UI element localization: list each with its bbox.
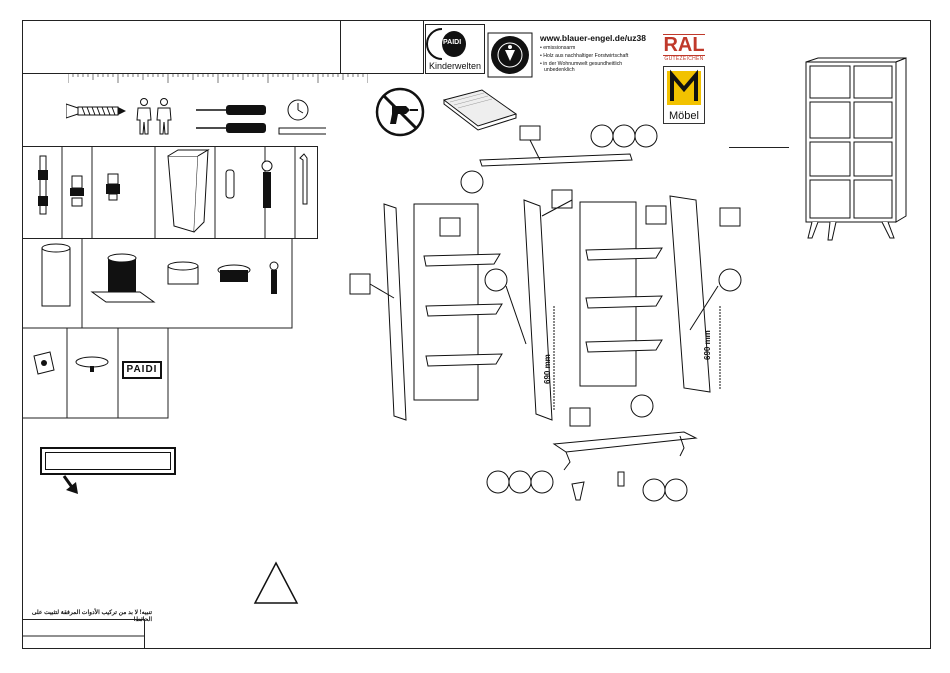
blauer-engel-label: www.blauer-engel.de/uz38 • emissionsarm …	[486, 30, 654, 82]
eco-url: www.blauer-engel.de/uz38	[540, 33, 646, 43]
furniture-glide-icon	[76, 357, 108, 372]
header-divider	[423, 20, 424, 74]
dowel-icon	[226, 170, 234, 198]
ruler-icon	[68, 73, 368, 85]
dimension-label-left: 690 mm	[543, 354, 552, 384]
arrow-down-right-icon	[60, 474, 84, 498]
leg-screw-icon	[262, 161, 272, 208]
plug-icon	[218, 265, 250, 282]
leg-icon	[168, 150, 208, 232]
tools-row	[66, 96, 326, 138]
ral-title: RAL	[663, 34, 705, 56]
cam-lock-icon	[70, 176, 84, 206]
tube-icon	[42, 244, 70, 306]
eco-bullet: • Holz aus nachhaltiger Forstwirtschaft	[540, 53, 628, 59]
notice-box	[40, 447, 176, 475]
small-screw-icon	[270, 262, 278, 294]
clock-icon	[288, 100, 308, 120]
allen-key-icon	[300, 154, 307, 204]
dimension-label-right: 690 mm	[703, 330, 712, 360]
title-block	[22, 619, 146, 650]
paidi-logo-text: PAIDI	[443, 39, 461, 46]
cam-bolt-icon	[38, 156, 48, 214]
parts-table	[22, 146, 322, 421]
two-persons-icon	[137, 99, 171, 135]
paidi-logo: PAIDI Kinderwelten	[425, 24, 485, 74]
ral-mark: RAL GÜTEZEICHEN	[663, 34, 705, 60]
header-divider	[340, 20, 341, 74]
wall-bracket-icon	[92, 254, 154, 302]
connector-icon	[106, 174, 120, 200]
wall-mount-clip-icon	[34, 352, 54, 374]
spirit-level-icon	[279, 128, 326, 134]
blauer-engel-seal-icon	[486, 30, 534, 80]
finished-shelf-icon	[800, 56, 910, 246]
ral-subtitle: GÜTEZEICHEN	[663, 56, 705, 62]
wood-screw-icon	[66, 104, 126, 118]
brand-caption: Kinderwelten	[426, 61, 484, 71]
moebel-m-icon	[664, 69, 704, 109]
cap-icon	[168, 262, 198, 284]
moebel-mark: Möbel	[663, 66, 705, 124]
section-divider	[729, 147, 789, 148]
eco-bullet: unbedenklich	[544, 67, 575, 73]
eco-bullet: • emissionsarm	[540, 45, 575, 51]
screwdriver-icon	[196, 105, 266, 133]
warning-triangle-icon	[252, 560, 300, 606]
brand-tag-part: PAIDI	[122, 361, 162, 379]
assembly-diagram	[340, 120, 760, 510]
